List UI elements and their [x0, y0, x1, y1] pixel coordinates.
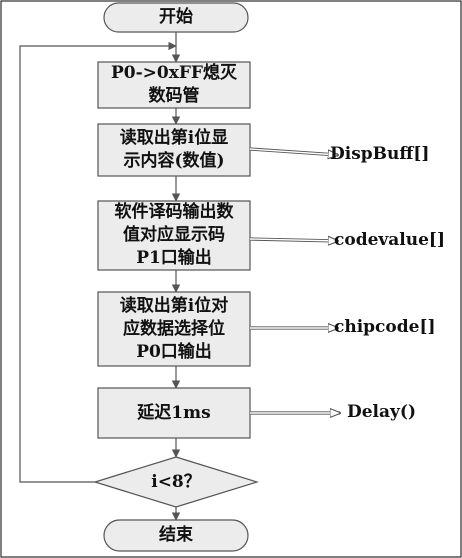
step-3-box [97, 200, 251, 271]
step-3-label: 软件译码输出数 值对应显示码 P1口输出 [98, 201, 250, 270]
output-delay: Delay() [347, 402, 416, 422]
step-5-box [97, 387, 251, 439]
step-4-label: 读取出第i位对 应数据选择位 P0口输出 [98, 292, 250, 366]
step-1-line-1: P0->0xFF熄灭 [110, 63, 237, 83]
output-arrow-step2 [249, 147, 338, 155]
step-3-line-3: P1口输出 [136, 248, 212, 268]
end-terminal-shape [103, 519, 249, 552]
step-4-line-1: 读取出第i位对 [119, 295, 229, 316]
loop-back-connector [19, 41, 177, 483]
start-label: 开始 [159, 7, 193, 27]
step-2-line-1: 读取出第i位显 [119, 128, 229, 148]
step-1-label: P0->0xFF熄灭 数码管 [98, 62, 250, 108]
step-2-label: 读取出第i位显 示内容(数值) [98, 124, 250, 176]
end-label: 结束 [159, 525, 193, 545]
output-chipcode: chipcode[] [334, 317, 436, 337]
step-3-line-2: 值对应显示码 [123, 225, 225, 245]
step-4-line-2: 应数据选择位 [123, 318, 225, 339]
output-arrow-step3 [249, 239, 338, 241]
step-1-box [97, 61, 251, 109]
decision-diamond [92, 456, 260, 508]
output-codevalue: codevalue[] [334, 230, 446, 250]
decision-label: i<8？ [151, 471, 201, 492]
step-1-line-2: 数码管 [148, 86, 200, 106]
step-2-line-2: 示内容(数值) [123, 151, 225, 171]
step-3-line-1: 软件译码输出数 [114, 202, 234, 222]
output-dispbuff: DispBuff[] [330, 144, 430, 164]
start-terminal-shape [103, 2, 249, 33]
step-5-label: 延迟1ms [137, 402, 211, 423]
step-4-line-3: P0口输出 [136, 341, 212, 362]
